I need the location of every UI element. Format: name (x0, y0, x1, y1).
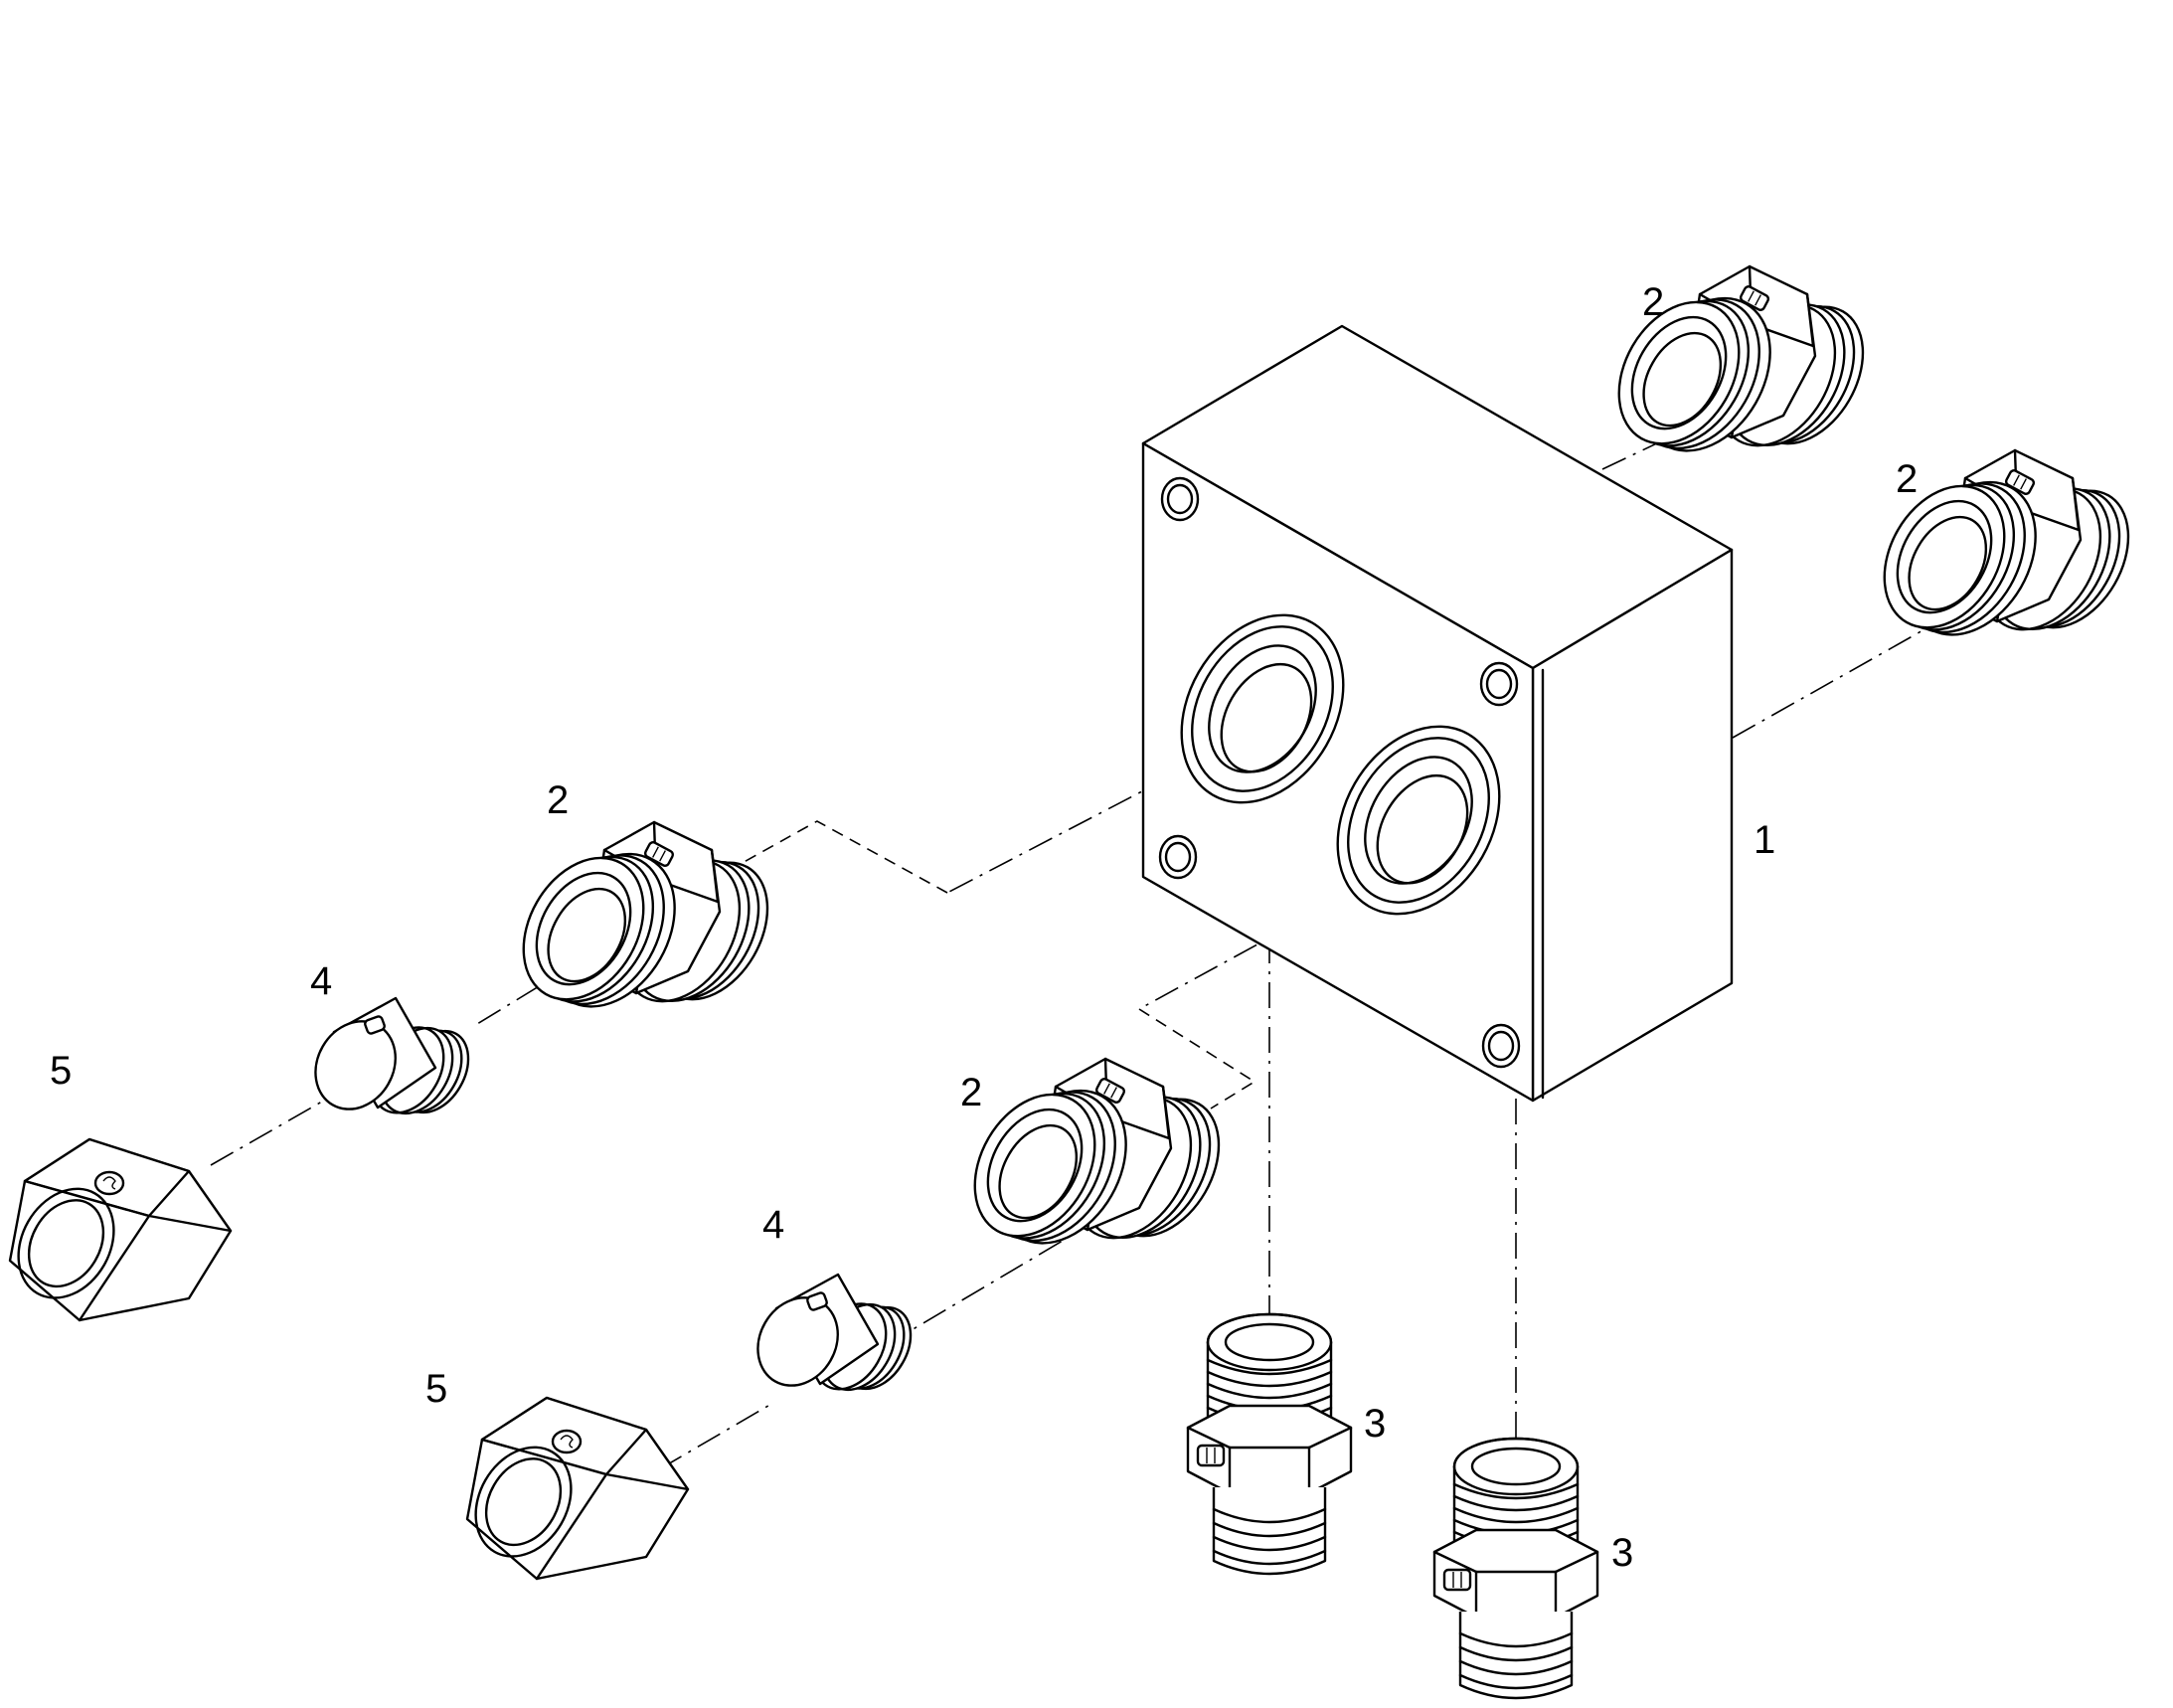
callout-5: 5 (50, 1049, 72, 1093)
stud-fitting-left (1186, 1312, 1353, 1576)
stud-fitting-right (1432, 1437, 1599, 1700)
callout-3: 3 (1611, 1531, 1633, 1575)
callout-3: 3 (1364, 1402, 1386, 1446)
callout-2: 2 (1896, 457, 1918, 501)
plug-lower (741, 1273, 926, 1415)
callout-2: 2 (547, 778, 569, 822)
adapter-fitting-top-right-1 (1593, 263, 1888, 481)
callout-4: 4 (310, 959, 332, 1003)
callout-labels: 1 2 2 2 2 3 3 4 4 5 5 (50, 280, 1918, 1575)
plug-upper (298, 996, 484, 1138)
callout-1: 1 (1754, 818, 1775, 862)
manifold-block (1141, 324, 1734, 1103)
callout-4: 4 (762, 1203, 784, 1247)
adapter-fitting-left-upper (498, 819, 792, 1037)
callout-5: 5 (425, 1367, 447, 1411)
adapter-fitting-left-lower (949, 1056, 1244, 1274)
nut-upper (0, 1137, 233, 1322)
callout-2: 2 (960, 1071, 982, 1114)
nut-lower (455, 1396, 690, 1581)
callout-2: 2 (1642, 280, 1664, 324)
